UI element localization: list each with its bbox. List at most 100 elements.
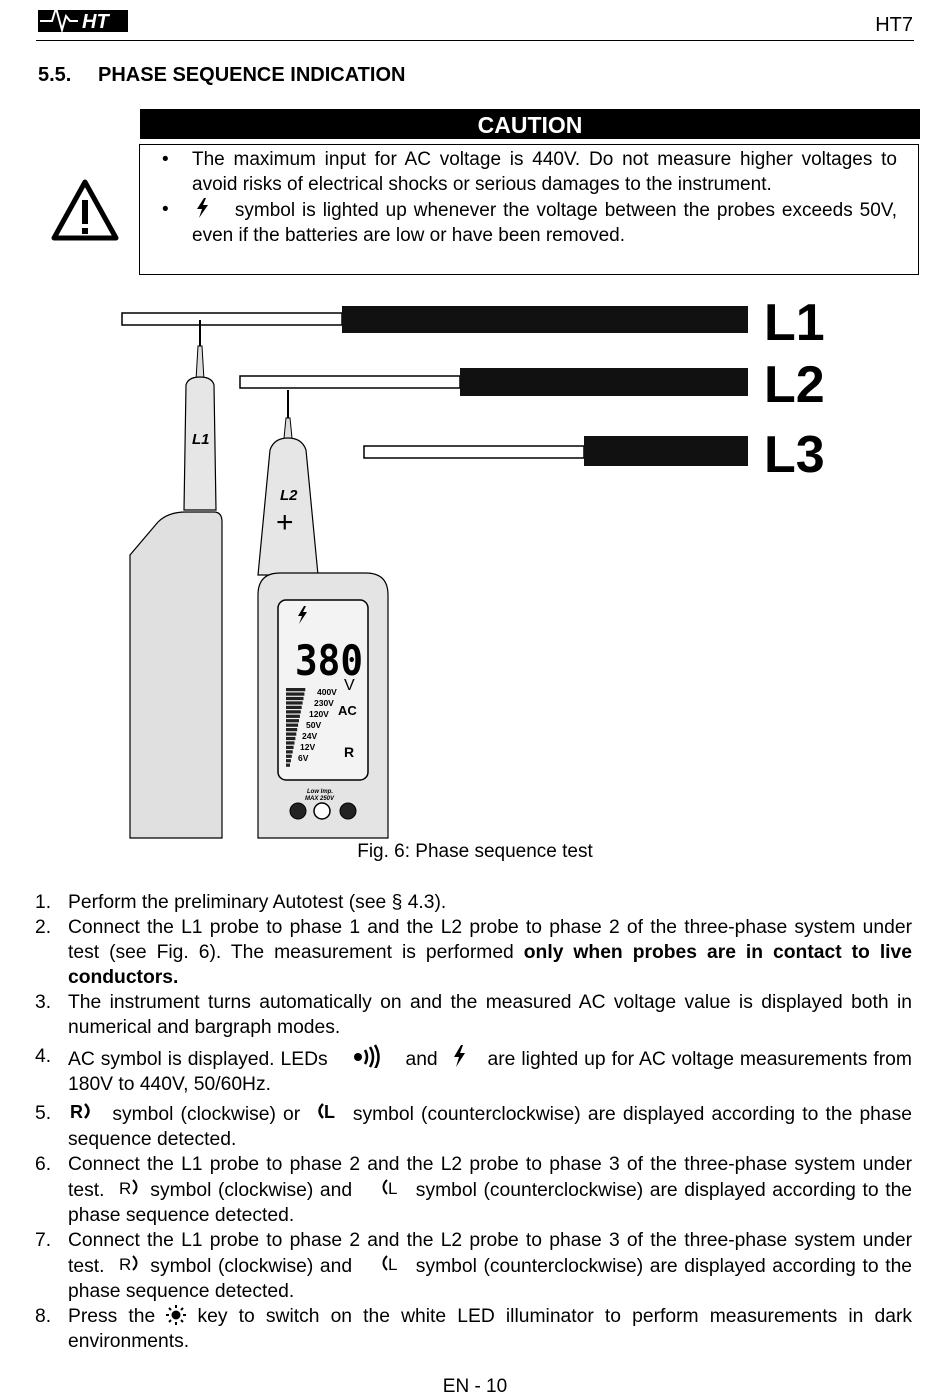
ht-logo: HT	[38, 4, 128, 34]
step-text: symbol (counterclockwise) are displayed …	[68, 1104, 912, 1150]
svg-text:R: R	[119, 1179, 131, 1198]
high-voltage-icon	[298, 606, 307, 624]
section-title: 5.5.PHASE SEQUENCE INDICATION	[38, 64, 405, 87]
step-text: symbol (clockwise) and	[150, 1180, 353, 1201]
conductor-l1	[121, 306, 748, 333]
led-voltage	[339, 802, 357, 820]
step-number: 1.	[35, 892, 52, 913]
bargraph-segment	[286, 719, 299, 723]
bargraph-label: 24V	[302, 731, 317, 741]
bargraph-segment	[286, 754, 292, 758]
sound-led-icon	[353, 1044, 380, 1068]
counterclockwise-rotation-icon: L	[382, 1179, 397, 1198]
probe-l1: L1	[129, 320, 223, 839]
step-number: 5.	[35, 1103, 52, 1124]
bargraph-segment	[286, 750, 293, 754]
step-number: 6.	[35, 1154, 52, 1175]
logo-text: HT	[82, 11, 110, 33]
caution-item-text: symbol is lighted up whenever the voltag…	[192, 200, 897, 246]
list-item: 1. Perform the preliminary Autotest (see …	[35, 890, 912, 915]
bargraph-label: 230V	[314, 698, 334, 708]
instrument-probe-l2: L2 + 380 V AC R 400V230V120V50V24V12V6V …	[257, 390, 389, 839]
step-text: Connect the L1 probe to phase 2 and the …	[68, 1230, 912, 1277]
phase-label-l2: L2	[764, 356, 825, 414]
clockwise-rotation-icon: R	[119, 1255, 138, 1274]
caution-heading: CAUTION	[140, 109, 920, 139]
document-code: HT7	[875, 14, 913, 36]
step-number: 7.	[35, 1230, 52, 1251]
caution-item: • The maximum input for AC voltage is 44…	[160, 147, 897, 197]
caution-list: • The maximum input for AC voltage is 44…	[160, 147, 897, 248]
step-text-bold: only when probes are in contact to live …	[68, 942, 912, 988]
svg-text:L: L	[388, 1255, 397, 1274]
procedure-steps: 1. Perform the preliminary Autotest (see …	[35, 890, 912, 1354]
section-number: 5.5.	[38, 64, 72, 86]
clockwise-rotation-icon: R	[119, 1179, 138, 1198]
plus-sign: +	[276, 506, 294, 539]
button-label-low-imp: Low Imp.	[307, 789, 333, 795]
list-item: 2. Connect the L1 probe to phase 1 and th…	[35, 915, 912, 990]
step-text: are lighted up for AC voltage measuremen…	[68, 1049, 912, 1095]
bargraph-segment	[286, 763, 290, 767]
bargraph-segment	[286, 732, 297, 736]
step-text: Connect the L1 probe to phase 1 and the …	[68, 917, 912, 963]
page-number: EN - 10	[442, 1376, 508, 1397]
conductor-l2	[239, 368, 748, 396]
bargraph-segment	[286, 710, 301, 714]
step-number: 2.	[35, 917, 52, 938]
clockwise-rotation-icon: R	[70, 1102, 90, 1122]
bargraph-segment	[286, 714, 300, 718]
step-text: symbol (clockwise) or	[112, 1104, 301, 1125]
bargraph-segment	[286, 688, 306, 692]
led-sound	[289, 802, 307, 820]
bargraph-segment	[286, 728, 298, 732]
step-number: 8.	[35, 1306, 52, 1327]
bargraph-segment	[286, 736, 296, 741]
display-rotation: R	[344, 744, 354, 760]
list-item: 6. Connect the L1 probe to phase 2 and th…	[35, 1152, 912, 1228]
step-text: AC symbol is displayed. LEDs	[68, 1049, 328, 1070]
phase-sequence-figure: L1 L2 L3 L1 L2 + 380 V AC R 400V230V120V…	[121, 294, 825, 839]
list-item: 5. R symbol (clockwise) or L symbol (coun…	[35, 1101, 912, 1152]
bargraph-label: 6V	[298, 753, 309, 763]
step-text: Perform the preliminary Autotest (see § …	[68, 892, 447, 913]
svg-text:R: R	[119, 1255, 131, 1274]
bullet: •	[162, 149, 169, 170]
list-item: 8.Press the key to switch on the white L…	[35, 1304, 912, 1354]
step-text: symbol (counterclockwise) are displayed …	[68, 1180, 913, 1226]
led-white	[313, 802, 331, 820]
step-number: 4.	[35, 1046, 52, 1067]
step-text: The instrument turns automatically on an…	[68, 992, 912, 1038]
caution-item: • symbol is lighted up whenever the volt…	[160, 197, 897, 248]
probe-l1-label: L1	[192, 431, 210, 448]
warning-triangle-icon	[51, 179, 119, 241]
svg-text:R: R	[70, 1102, 83, 1122]
list-item: 7. Connect the L1 probe to phase 2 and th…	[35, 1228, 912, 1304]
step-text: key to switch on the white LED illuminat…	[68, 1306, 912, 1352]
bargraph-segment	[286, 723, 299, 727]
counterclockwise-rotation-icon: L	[317, 1102, 335, 1122]
bargraph-label: 50V	[306, 720, 321, 730]
bullet: •	[162, 199, 169, 220]
probe-l2-label: L2	[280, 487, 298, 504]
bargraph-segment	[286, 759, 291, 763]
bargraph-segment	[286, 692, 305, 696]
bargraph-label: 400V	[317, 687, 337, 697]
bargraph-segment	[286, 696, 304, 701]
step-text: symbol (clockwise) and	[150, 1256, 353, 1277]
step-text: and	[405, 1049, 438, 1070]
bargraph-segment	[286, 741, 295, 745]
high-voltage-icon	[197, 198, 208, 218]
button-label-max: MAX 250V	[305, 796, 335, 802]
bargraph-label: 120V	[309, 709, 329, 719]
counterclockwise-rotation-icon: L	[382, 1255, 397, 1274]
step-text: Connect the L1 probe to phase 2 and the …	[68, 1154, 912, 1201]
svg-text:L: L	[324, 1102, 335, 1122]
bargraph-segment	[286, 745, 294, 750]
phase-label-l1: L1	[764, 294, 825, 352]
bargraph-segment	[286, 705, 302, 710]
bargraph-label: 12V	[300, 742, 315, 752]
high-voltage-icon	[453, 1045, 465, 1067]
figure-caption: Fig. 6: Phase sequence test	[357, 841, 593, 862]
display-unit: V	[344, 677, 355, 694]
